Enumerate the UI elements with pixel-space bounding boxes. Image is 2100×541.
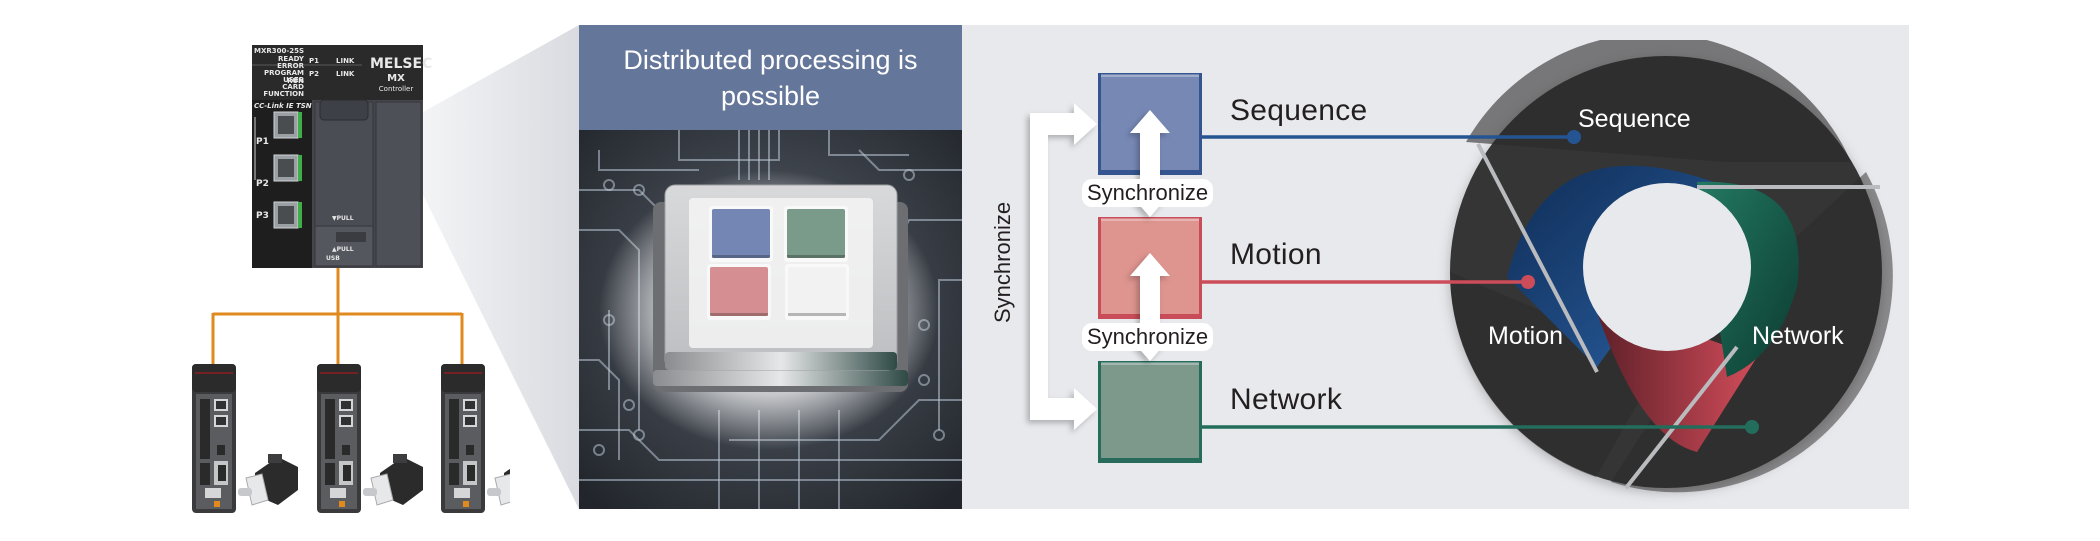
- chip-tile-sequence: [709, 206, 773, 262]
- circuit-trace: [678, 130, 780, 161]
- ring-center-hole: [1583, 183, 1751, 351]
- port-label-p1-status: P1: [309, 57, 320, 65]
- circuit-trace: [598, 150, 699, 171]
- ethernet-port-p3: [273, 201, 302, 229]
- circuit-via: [603, 179, 615, 191]
- connector-sequence: [1202, 130, 1581, 144]
- process-ring: [1449, 40, 1893, 493]
- connector-motion: [1202, 275, 1535, 289]
- led-program-run: PROGRAM RUN: [264, 69, 304, 85]
- connector-network: [1202, 420, 1759, 434]
- connector-dot: [1745, 420, 1759, 434]
- pull-label-top: ▼PULL: [332, 215, 354, 222]
- sync-label-sequence-motion: Synchronize: [1082, 179, 1214, 207]
- ring-label-motion: Motion: [1488, 322, 1564, 350]
- sync-bracket-arrow: [1030, 103, 1097, 430]
- servo-motor: [487, 468, 510, 506]
- process-label-motion: Motion: [1230, 238, 1322, 271]
- process-label-network: Network: [1230, 383, 1343, 416]
- port-label-p1: P1: [256, 137, 269, 147]
- ethernet-port-p2: [273, 154, 302, 182]
- cpu-chip-illustration: [579, 130, 962, 509]
- servo-amplifier: [192, 364, 236, 513]
- servo-group: [192, 364, 510, 513]
- ring-separator: [1624, 345, 1739, 490]
- led-error: ERROR: [277, 62, 304, 70]
- connector-dot: [1567, 130, 1581, 144]
- port-label-p2: P2: [256, 179, 269, 189]
- circuit-trace: [828, 130, 909, 156]
- circuit-via: [593, 444, 605, 456]
- circuit-via: [633, 429, 645, 441]
- plc-controller: MXR300-25S READY ERROR PROGRAM RUN USER …: [252, 45, 433, 268]
- panel-title: Distributed processing is possible: [579, 25, 962, 130]
- circuit-via: [633, 184, 645, 196]
- servo-amplifier: [441, 364, 485, 513]
- servo-motor: [363, 454, 423, 506]
- link-label-1: LINK: [336, 57, 355, 65]
- process-box-network: [1098, 361, 1202, 463]
- connector-dot: [1521, 275, 1535, 289]
- led-user: USER: [283, 76, 304, 84]
- circuit-via: [623, 399, 635, 411]
- controller-model: MXR300-25S: [254, 47, 305, 55]
- usb-label: USB: [326, 255, 340, 262]
- ring-segment-sequence: [1466, 40, 1851, 162]
- process-label-sequence: Sequence: [1230, 94, 1368, 127]
- led-function: FUNCTION: [263, 90, 304, 98]
- circuit-trace: [858, 149, 962, 171]
- servo-motor: [238, 454, 298, 506]
- pull-label-bottom: ▲PULL: [332, 246, 354, 253]
- network-cabling: [211, 268, 464, 364]
- network-label: CC-Link IE TSN: [254, 102, 312, 110]
- port-label-p3: P3: [256, 211, 269, 221]
- brand-label: MELSEC: [370, 56, 433, 72]
- ring-separator: [1476, 143, 1599, 373]
- sync-diagram: [1030, 73, 1202, 463]
- sync-label-motion-network: Synchronize: [1082, 323, 1214, 351]
- port-label-p2-status: P2: [309, 70, 320, 78]
- ring-label-sequence: Sequence: [1578, 105, 1691, 133]
- led-ready: READY: [278, 55, 304, 63]
- ethernet-port-p1: [273, 111, 302, 139]
- series-label: MX: [387, 73, 405, 84]
- controller-type-label: Controller: [378, 85, 414, 93]
- led-card: CARD: [282, 83, 304, 91]
- chip-tiles: [707, 206, 849, 320]
- circuit-via: [918, 374, 930, 386]
- circuit-trace: [938, 279, 962, 430]
- link-label-2: LINK: [336, 70, 355, 78]
- ring-label-network: Network: [1752, 322, 1844, 350]
- circuit-via: [933, 429, 945, 441]
- chip-tile-network: [784, 206, 848, 262]
- circuit-trace: [579, 359, 620, 460]
- circuit-via: [903, 169, 915, 181]
- chip-tile-spare: [785, 264, 849, 320]
- chip-tile-motion: [707, 264, 771, 320]
- chip-illustration-panel: Distributed processing is possible: [579, 25, 962, 509]
- servo-amplifier: [317, 364, 361, 513]
- circuit-trace: [579, 429, 962, 461]
